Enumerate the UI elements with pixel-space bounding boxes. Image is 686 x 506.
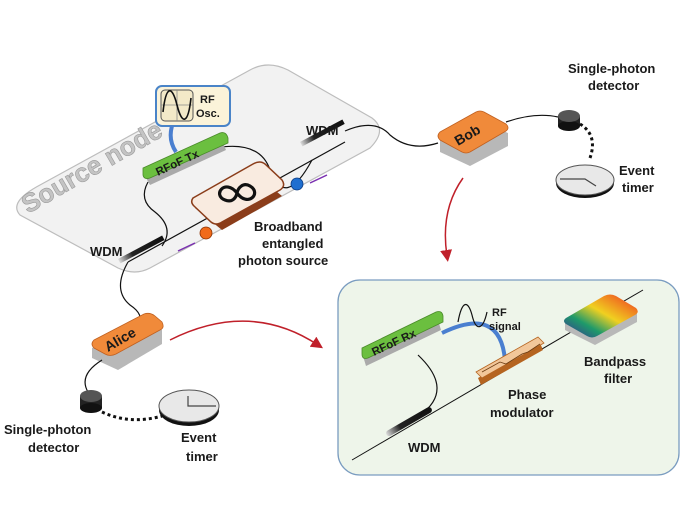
phase-modulator-label-1: Phase xyxy=(508,387,546,402)
fiber-to-bob xyxy=(344,124,439,147)
rf-signal-label-1: RF xyxy=(492,307,507,319)
rf-cable-tx xyxy=(168,125,178,154)
bob-detector xyxy=(558,110,580,131)
sine-wave-icon xyxy=(162,90,192,120)
alice-detector xyxy=(80,390,102,413)
bob-detector-label-2: detector xyxy=(588,78,639,93)
photon-arrow-left xyxy=(177,242,196,252)
source-node-plate xyxy=(16,64,381,273)
bob-detector-label-1: Single-photon xyxy=(568,61,655,76)
rfof-rx-box xyxy=(361,311,444,366)
rf-osc-label-1: RF xyxy=(200,94,215,106)
rf-oscillator xyxy=(155,85,231,127)
source-label-2: entangled xyxy=(262,236,323,251)
rf-signal-wave-icon xyxy=(457,304,488,328)
source-label-1: Broadband xyxy=(254,219,323,234)
alice-event-timer xyxy=(158,389,220,426)
phase-modulator xyxy=(475,336,545,385)
alice-timer-label-1: Event xyxy=(181,430,217,445)
arrow-bob-to-detail xyxy=(440,177,464,262)
source-label-3: photon source xyxy=(238,253,328,268)
wdm-top-coupler xyxy=(299,119,345,147)
rf-cable-rx xyxy=(441,321,507,361)
detail-wdm-label: WDM xyxy=(408,440,441,455)
entangled-photon-source xyxy=(190,161,285,230)
photon-arrow-right xyxy=(309,174,328,184)
arrow-alice-to-detail xyxy=(169,320,324,349)
bob-timer-label-2: timer xyxy=(622,180,654,195)
infinity-icon xyxy=(218,183,257,203)
bandpass-filter-label-2: filter xyxy=(604,371,632,386)
bob-timer-label-1: Event xyxy=(619,163,655,178)
bob-box xyxy=(437,110,509,166)
photon-orange xyxy=(199,226,213,240)
alice-detector-label-1: Single-photon xyxy=(4,422,91,437)
wdm-bottom-label: WDM xyxy=(90,244,123,259)
rf-osc-label-2: Osc. xyxy=(196,108,220,120)
alice-timer-label-2: timer xyxy=(186,449,218,464)
bandpass-filter xyxy=(564,294,638,345)
photon-blue xyxy=(290,177,304,191)
bandpass-filter-label-1: Bandpass xyxy=(584,354,646,369)
rf-signal-label-2: signal xyxy=(489,321,521,333)
rfof-tx-box xyxy=(142,132,229,185)
alice-box xyxy=(91,312,164,370)
wdm-bottom-coupler xyxy=(118,235,165,264)
phase-modulator-label-2: modulator xyxy=(490,405,554,420)
wdm-top-label: WDM xyxy=(306,123,339,138)
bob-event-timer xyxy=(555,164,615,198)
alice-detector-label-2: detector xyxy=(28,440,79,455)
